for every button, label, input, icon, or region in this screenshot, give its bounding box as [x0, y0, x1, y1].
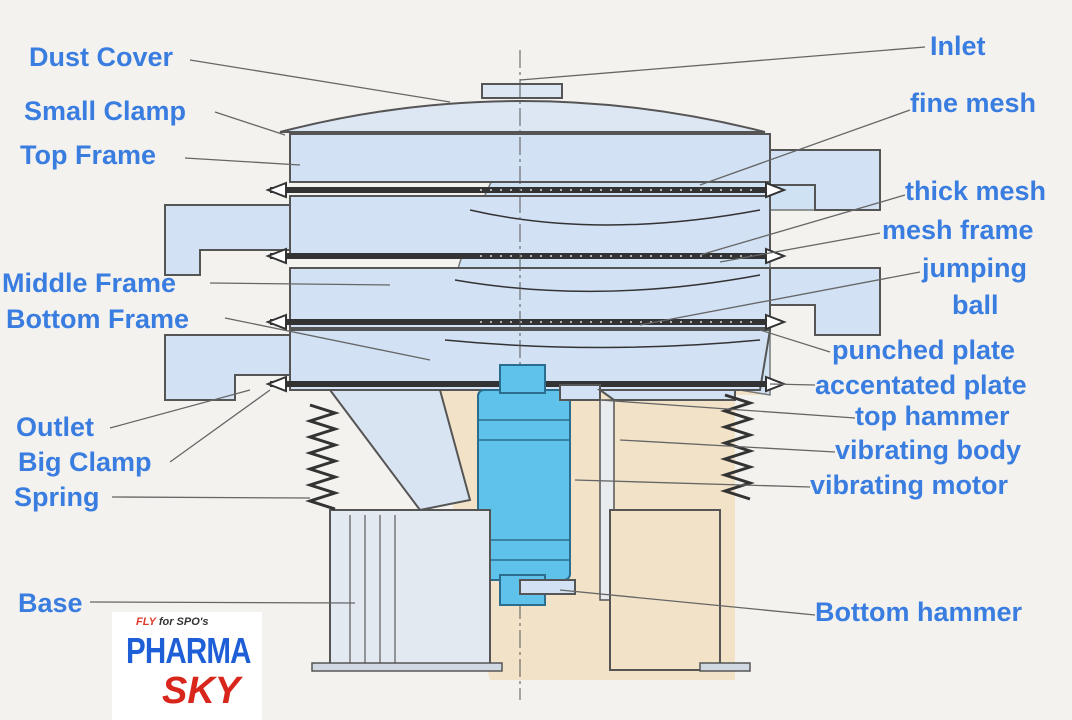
lower-cone-shape [328, 389, 472, 512]
motor-bracket [559, 384, 601, 401]
middle-outlet-left [164, 204, 291, 276]
motor-body [477, 389, 571, 581]
label-top-hammer: top hammer [855, 401, 1010, 431]
top-frame-shape [289, 133, 771, 183]
mesh-hatch [480, 189, 752, 323]
label-small-clamp: Small Clamp [24, 96, 187, 126]
base-inner-bracket [596, 389, 736, 401]
cutaway-curve-1 [469, 209, 761, 226]
motor-fins [478, 419, 570, 561]
label-vibrating-motor: vibrating motor [810, 470, 1009, 500]
bottom-frame-shape [289, 267, 771, 329]
label-mesh-frame: mesh frame [882, 215, 1034, 245]
label-thick-mesh: thick mesh [905, 176, 1047, 206]
logo-sky: SKY [162, 670, 241, 712]
label-middle-frame: Middle Frame [2, 268, 177, 298]
logo-for-spos: for SPO's [158, 616, 209, 628]
label-dust-cover: Dust Cover [29, 42, 174, 72]
label-inlet: Inlet [930, 31, 986, 61]
label-punched-plate: punched plate [832, 335, 1016, 365]
bottom-outlet-left [164, 334, 291, 401]
logo-fly-text: FLY for SPO's [136, 616, 209, 628]
middle-frame-shape [289, 195, 771, 255]
base-foot-right [699, 662, 751, 672]
mesh-rows [270, 187, 780, 387]
logo-fly-word: FLY [136, 616, 156, 628]
label-base: Base [18, 588, 83, 618]
base-right-shape [609, 509, 721, 671]
base-shape [329, 509, 491, 671]
label-outlet: Outlet [16, 412, 94, 442]
middle-outlet-right [769, 267, 881, 336]
label-bottom-hammer: Bottom hammer [815, 597, 1023, 627]
label-bottom-frame: Bottom Frame [6, 304, 190, 334]
label-big-clamp: Big Clamp [18, 447, 152, 477]
base-stripes [349, 515, 396, 665]
label-jumping: jumping [922, 253, 1027, 283]
lower-body-shape [289, 329, 772, 391]
pharma-sky-logo: FLY for SPO's PHARMA SKY [112, 612, 262, 720]
dust-cover-shape [279, 100, 766, 133]
label-spring: Spring [14, 482, 100, 512]
label-fine-mesh: fine mesh [910, 88, 1037, 118]
motor-top-cap [499, 364, 546, 394]
logo-pharma: PHARMA [126, 630, 251, 671]
label-accentated-plate: accentated plate [815, 370, 1027, 400]
motor-bottom-bracket [519, 579, 576, 595]
cutaway-curve-3 [444, 339, 761, 349]
label-ball: ball [952, 290, 999, 320]
inlet-pipe-shape [481, 83, 563, 99]
label-vibrating-body: vibrating body [835, 435, 1022, 465]
cutaway-curve-2 [454, 274, 761, 293]
leader-lines [89, 46, 926, 616]
spring-left [305, 403, 340, 511]
label-top-frame: Top Frame [20, 140, 157, 170]
base-foot-left [311, 662, 503, 672]
